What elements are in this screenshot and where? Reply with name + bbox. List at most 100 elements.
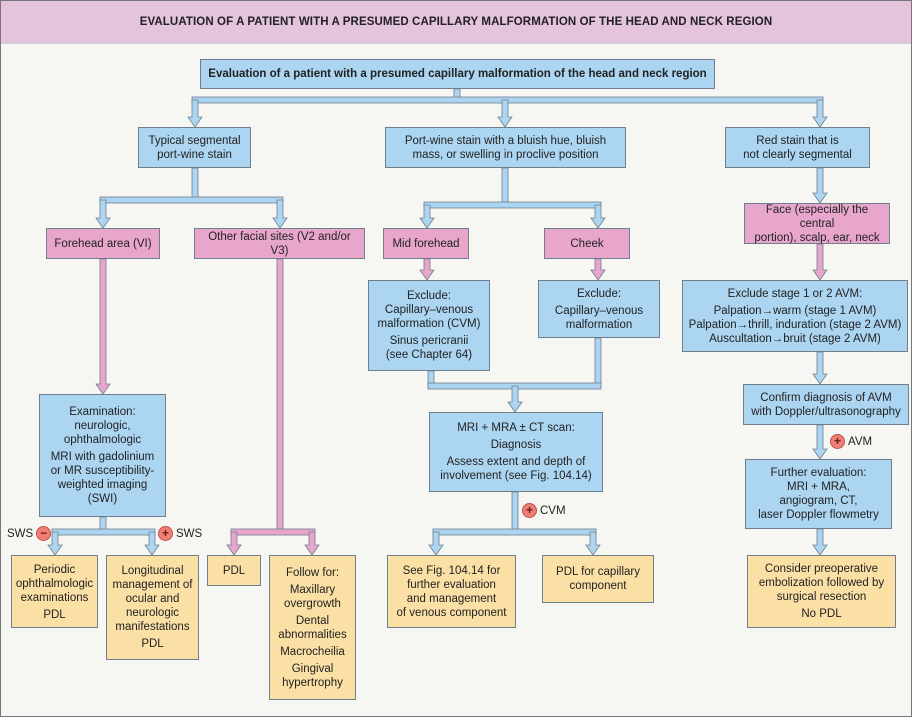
text-line: Face (especially the central	[765, 203, 869, 230]
arrow-connector	[95, 199, 111, 229]
text-line: port-wine stain	[157, 148, 232, 161]
other-facial-sites-box: Other facial sites (V2 and/or V3)	[194, 228, 365, 259]
minus-icon: −	[36, 526, 52, 541]
further-evaluation-box: Further evaluation: MRI + MRA, angiogram…	[745, 459, 892, 529]
arrow-connector	[585, 531, 601, 556]
text-line: Gingival	[291, 662, 334, 675]
text-line: MRI + MRA,	[787, 481, 850, 493]
connector-bar	[432, 528, 597, 536]
arrow-connector	[272, 199, 288, 229]
text-line: Periodic	[33, 564, 76, 576]
text-line: PDL	[43, 609, 66, 621]
text-line: Capillary–venous	[384, 304, 474, 316]
text-line: Longitudinal	[121, 565, 184, 577]
root-box: Evaluation of a patient with a presumed …	[200, 59, 715, 89]
arrow-connector	[507, 385, 523, 413]
text-line: Examination:	[69, 406, 136, 418]
text-line: ophthalmologic	[63, 434, 142, 446]
text-line: Assess extent and depth of	[446, 456, 586, 468]
exclude-avm-box: Exclude stage 1 or 2 AVM: Palpation→warm…	[682, 280, 908, 352]
avm-positive-badge: + AVM	[830, 434, 875, 449]
text-line: Exclude:	[406, 290, 452, 302]
text-line: Confirm diagnosis of AVM	[760, 391, 892, 404]
typical-segmental-box: Typical segmental port-wine stain	[138, 127, 251, 168]
arrow-connector	[419, 204, 435, 229]
text-line: management of	[112, 579, 193, 591]
connector-bar	[276, 258, 284, 533]
text-line: Palpation→thrill, induration (stage 2 AV…	[688, 318, 902, 331]
arrow-connector	[428, 531, 444, 556]
text-line: examinations	[20, 592, 89, 604]
text-line: Capillary–venous	[554, 304, 644, 317]
text-line: MRI with gadolinium	[50, 451, 155, 463]
text-line: Palpation→warm (stage 1 AVM)	[713, 304, 877, 317]
text-line: Sinus pericranii	[389, 335, 469, 347]
red-stain-box: Red stain that is not clearly segmental	[725, 127, 870, 168]
text-line: See Fig. 104.14 for	[402, 564, 501, 577]
text-line: malformation	[565, 318, 633, 331]
badge-label: SWS	[7, 527, 34, 540]
text-line: Follow for:	[285, 566, 340, 579]
follow-for-box: Follow for: Maxillary overgrowth Dental …	[269, 555, 356, 700]
text-line: Exclude:	[576, 287, 622, 300]
connector-bar	[501, 167, 509, 206]
connector-bar	[51, 528, 156, 536]
arrow-connector	[47, 531, 63, 556]
text-line: overgrowth	[284, 597, 341, 610]
arrow-connector	[144, 531, 160, 556]
arrow-connector	[419, 258, 435, 281]
arrow-connector	[590, 258, 606, 281]
see-fig-box: See Fig. 104.14 for further evaluation a…	[387, 555, 516, 628]
text-line: weighted imaging	[57, 479, 148, 491]
text-line: involvement (see Fig. 104.14)	[440, 470, 592, 482]
text-line: Typical segmental	[148, 134, 241, 147]
text-line: PDL for capillary	[556, 566, 640, 578]
arrow-connector	[812, 528, 828, 556]
cheek-box: Cheek	[544, 228, 630, 259]
text-line: not clearly segmental	[743, 148, 852, 161]
text-line: and management	[406, 592, 497, 605]
arrow-connector	[812, 424, 828, 460]
exclude-cvm-box: Exclude: Capillary–venous malformation (…	[368, 280, 490, 371]
connector-bar	[191, 167, 199, 201]
cvm-positive-badge: + CVM	[522, 503, 569, 518]
text-line: Cheek	[570, 237, 604, 250]
mid-forehead-box: Mid forehead	[383, 228, 469, 259]
arrow-connector	[812, 99, 828, 128]
text-line: Dental	[295, 614, 330, 627]
text-line: abnormalities	[278, 628, 347, 641]
arrow-connector	[304, 531, 320, 556]
text-line: Macrocheilia	[280, 645, 345, 658]
text-line: Other facial sites (V2 and/or V3)	[208, 230, 351, 257]
pdl-box: PDL	[207, 555, 261, 586]
text-line: embolization followed by	[758, 577, 885, 589]
plus-icon: +	[830, 434, 845, 449]
text-line: Forehead area (VI)	[54, 237, 152, 250]
text-line: (see Chapter 64)	[385, 349, 473, 361]
arrow-connector	[590, 204, 606, 229]
mri-mra-ct-box: MRI + MRA ± CT scan: Diagnosis Assess ex…	[429, 412, 603, 492]
text-line: laser Doppler flowmetry	[758, 509, 879, 521]
connector-bar	[511, 491, 519, 533]
text-line: neurologic,	[74, 420, 131, 432]
badge-label: SWS	[176, 527, 203, 540]
text-line: of venous component	[396, 606, 507, 619]
sws-positive-badge: + SWS	[158, 526, 205, 541]
text-line: malformation (CVM)	[377, 318, 481, 330]
text-line: surgical resection	[776, 591, 867, 603]
badge-label: AVM	[848, 435, 873, 448]
arrow-connector	[812, 167, 828, 204]
arrow-connector	[812, 243, 828, 281]
connector-bar	[594, 337, 602, 387]
text-line: Red stain that is	[756, 134, 839, 147]
text-line: Consider preoperative	[764, 563, 879, 575]
text-line: No PDL	[801, 608, 842, 620]
text-line: (SWI)	[87, 493, 118, 505]
text-line: MRI + MRA ± CT scan:	[457, 422, 575, 434]
sws-negative-badge: SWS −	[4, 526, 52, 541]
badge-label: CVM	[540, 504, 566, 517]
text-line: mass, or swelling in proclive position	[412, 148, 599, 161]
text-line: Further evaluation:	[770, 467, 867, 479]
pdl-capillary-box: PDL for capillary component	[542, 555, 654, 603]
